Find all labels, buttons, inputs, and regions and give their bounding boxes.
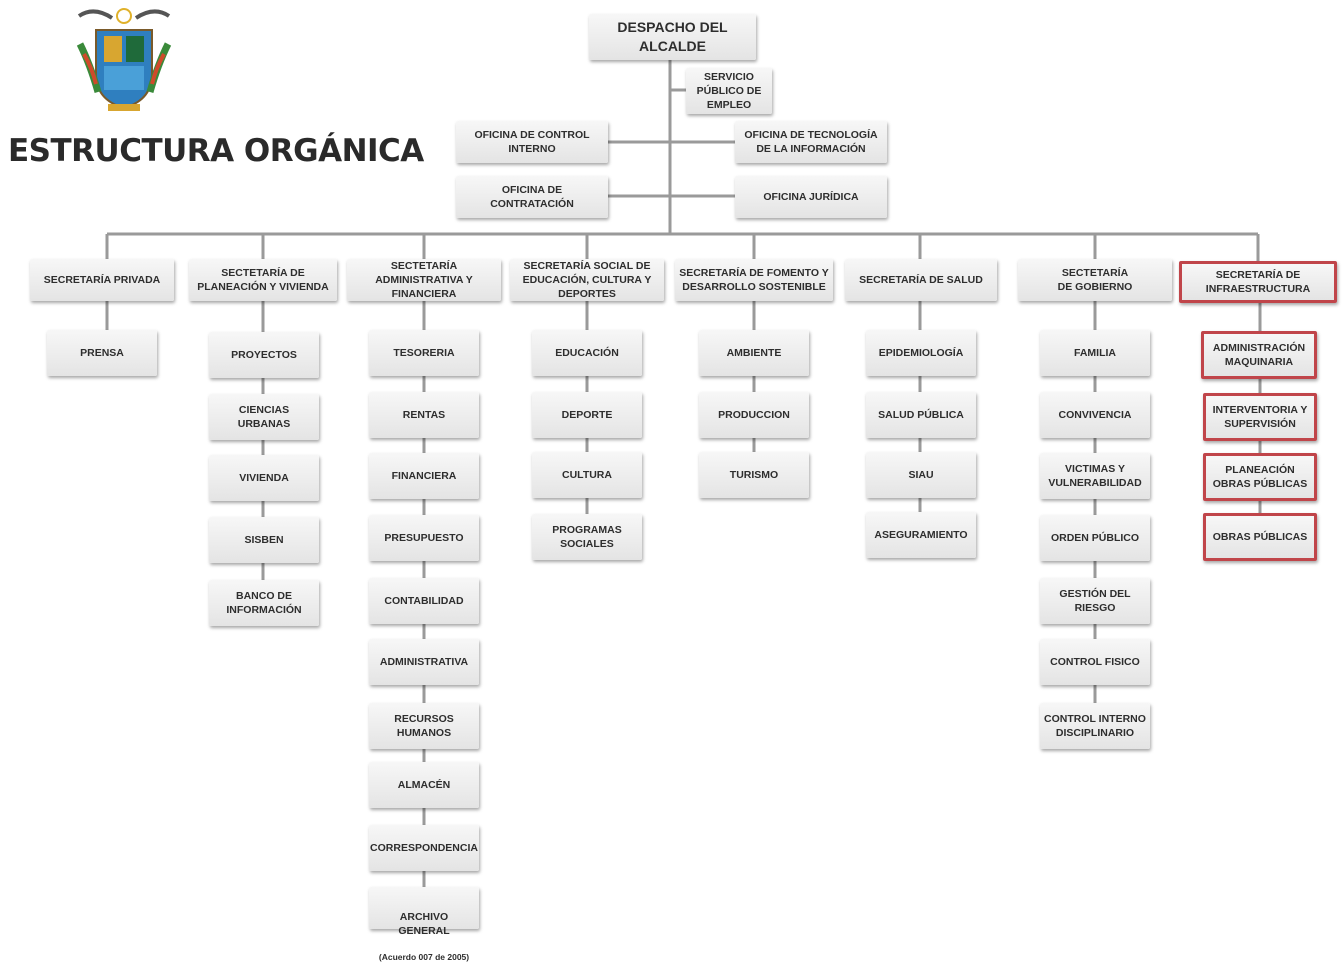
unit-box: CONTROL FISICO <box>1040 639 1150 685</box>
unit-box: CORRESPONDENCIA <box>369 825 479 871</box>
unit-box: CONTROL INTERNO DISCIPLINARIO <box>1040 703 1150 749</box>
unit-box: ADMINISTRATIVA <box>369 639 479 685</box>
unit-box: VIVIENDA <box>209 455 319 501</box>
secretariat-planning-box: SECTETARÍA DE PLANEACIÓN Y VIVIENDA <box>189 259 337 301</box>
coat-of-arms-logo <box>76 8 172 111</box>
legal-office-box: OFICINA JURÍDICA <box>735 176 887 218</box>
unit-box: PROGRAMAS SOCIALES <box>532 514 642 560</box>
unit-box: FINANCIERA <box>369 453 479 499</box>
unit-box: VICTIMAS Y VULNERABILIDAD <box>1040 453 1150 499</box>
unit-box: PRENSA <box>47 330 157 376</box>
unit-box: EDUCACIÓN <box>532 330 642 376</box>
secretariat-development-box: SECRETARÍA DE FOMENTO Y DESARROLLO SOSTE… <box>675 259 833 301</box>
unit-box: ORDEN PÚBLICO <box>1040 515 1150 561</box>
internal-control-office-box: OFICINA DE CONTROL INTERNO <box>456 121 608 163</box>
unit-box: CIENCIAS URBANAS <box>209 394 319 440</box>
unit-box: TESORERIA <box>369 330 479 376</box>
secretariat-finance-box: SECTETARÍA ADMINISTRATIVA Y FINANCIERA <box>347 259 501 301</box>
unit-box: PRODUCCION <box>699 392 809 438</box>
secretariat-private-box: SECRETARÍA PRIVADA <box>30 259 174 301</box>
employment-service-box: SERVICIO PÚBLICO DE EMPLEO <box>686 68 772 114</box>
unit-box: CONTABILIDAD <box>369 578 479 624</box>
unit-box: RECURSOS HUMANOS <box>369 703 479 749</box>
unit-box: PRESUPUESTO <box>369 515 479 561</box>
secretariat-social-box: SECRETARÍA SOCIAL DE EDUCACIÓN, CULTURA … <box>510 259 664 301</box>
unit-box: CULTURA <box>532 452 642 498</box>
archive-box: ARCHIVO GENERAL (Acuerdo 007 de 2005) <box>369 887 479 962</box>
archive-label: ARCHIVO GENERAL <box>398 911 450 937</box>
unit-box-highlighted: OBRAS PÚBLICAS <box>1203 513 1317 561</box>
unit-box: GESTIÓN DEL RIESGO <box>1040 578 1150 624</box>
unit-box: TURISMO <box>699 452 809 498</box>
unit-box: SIAU <box>866 452 976 498</box>
unit-box: EPIDEMIOLOGÍA <box>866 330 976 376</box>
unit-box-highlighted: ADMINISTRACIÓN MAQUINARIA <box>1201 331 1317 379</box>
contracting-office-box: OFICINA DE CONTRATACIÓN <box>456 176 608 218</box>
unit-box: ALMACÉN <box>369 762 479 808</box>
page-title: ESTRUCTURA ORGÁNICA <box>8 133 424 169</box>
unit-box: RENTAS <box>369 392 479 438</box>
technology-office-box: OFICINA DE TECNOLOGÍA DE LA INFORMACIÓN <box>735 121 887 163</box>
unit-box: FAMILIA <box>1040 330 1150 376</box>
unit-box: ASEGURAMIENTO <box>866 512 976 558</box>
unit-box: SALUD PÚBLICA <box>866 392 976 438</box>
unit-box: BANCO DE INFORMACIÓN <box>209 580 319 626</box>
unit-box-highlighted: PLANEACIÓN OBRAS PÚBLICAS <box>1203 453 1317 501</box>
mayor-office-box: DESPACHO DEL ALCALDE <box>589 14 756 60</box>
unit-box: DEPORTE <box>532 392 642 438</box>
unit-box: CONVIVENCIA <box>1040 392 1150 438</box>
org-chart: ESTRUCTURA ORGÁNICA DESPACHO DEL ALCALDE… <box>8 8 1337 962</box>
archive-note: (Acuerdo 007 de 2005) <box>378 952 470 962</box>
secretariat-health-box: SECRETARÍA DE SALUD <box>845 259 997 301</box>
unit-box: AMBIENTE <box>699 330 809 376</box>
unit-box: SISBEN <box>209 517 319 563</box>
unit-box: PROYECTOS <box>209 332 319 378</box>
secretariat-government-box: SECTETARÍA DE GOBIERNO <box>1018 259 1172 301</box>
secretariat-infrastructure-box: SECRETARÍA DE INFRAESTRUCTURA <box>1179 261 1337 303</box>
unit-box-highlighted: INTERVENTORIA Y SUPERVISIÓN <box>1203 393 1317 441</box>
